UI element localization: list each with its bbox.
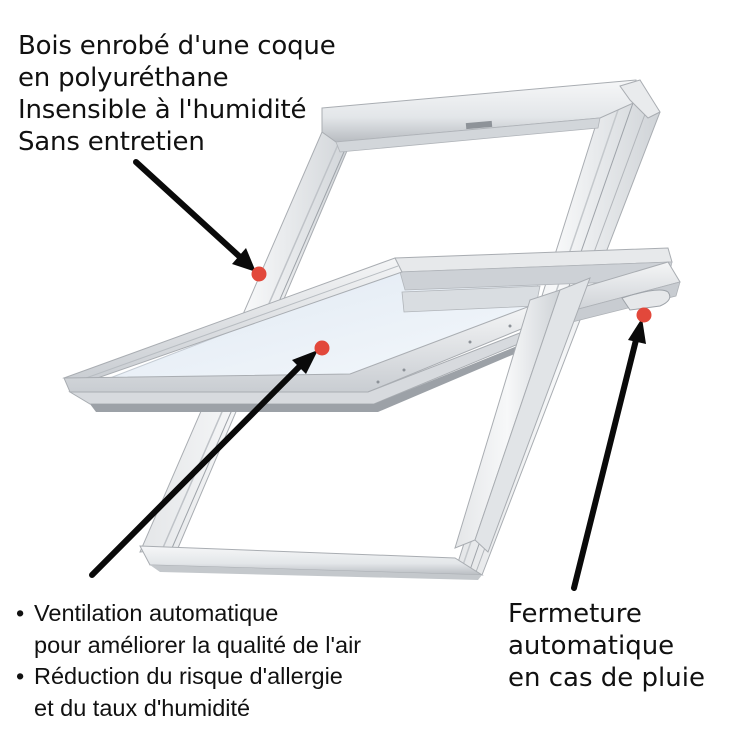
bullet-icon: • (16, 600, 25, 626)
window-frame-front-stile (454, 277, 591, 553)
arrow-frame-material-icon (133, 159, 256, 272)
annotation-line: Réduction du risque d'allergie (34, 663, 343, 689)
frame-material-marker-dot (251, 266, 267, 282)
bullet-item: • Ventilation automatique (16, 598, 361, 630)
annotation-line: Sans entretien (18, 127, 205, 157)
annotation-line: Insensible à l'humidité (18, 95, 307, 125)
annotation-line: Bois enrobé d'une coque (18, 31, 336, 61)
rain-closure-annotation: Fermeture automatique en cas de pluie (508, 598, 705, 694)
annotation-line: en cas de pluie (508, 663, 705, 693)
bullet-item: • Réduction du risque d'allergie (16, 661, 361, 693)
bullet-icon: • (16, 663, 25, 689)
annotation-line: automatique (508, 631, 675, 661)
arrow-ventilation-icon (89, 350, 318, 578)
arrow-rain-sensor-icon (571, 318, 646, 591)
rain-sensor-marker-dot (636, 307, 652, 323)
ventilation-marker-dot (314, 340, 330, 356)
ventilation-annotation: • Ventilation automatique pour améliorer … (16, 598, 361, 724)
annotation-line: Fermeture (508, 599, 642, 629)
frame-material-annotation: Bois enrobé d'une coque en polyuréthane … (18, 30, 336, 158)
arrows (89, 159, 646, 591)
annotation-line: et du taux d'humidité (34, 694, 251, 721)
annotation-line: Ventilation automatique (34, 600, 279, 626)
annotation-line: pour améliorer la qualité de l'air (34, 631, 362, 658)
annotation-line: en polyuréthane (18, 63, 229, 93)
window-sash (62, 247, 681, 412)
